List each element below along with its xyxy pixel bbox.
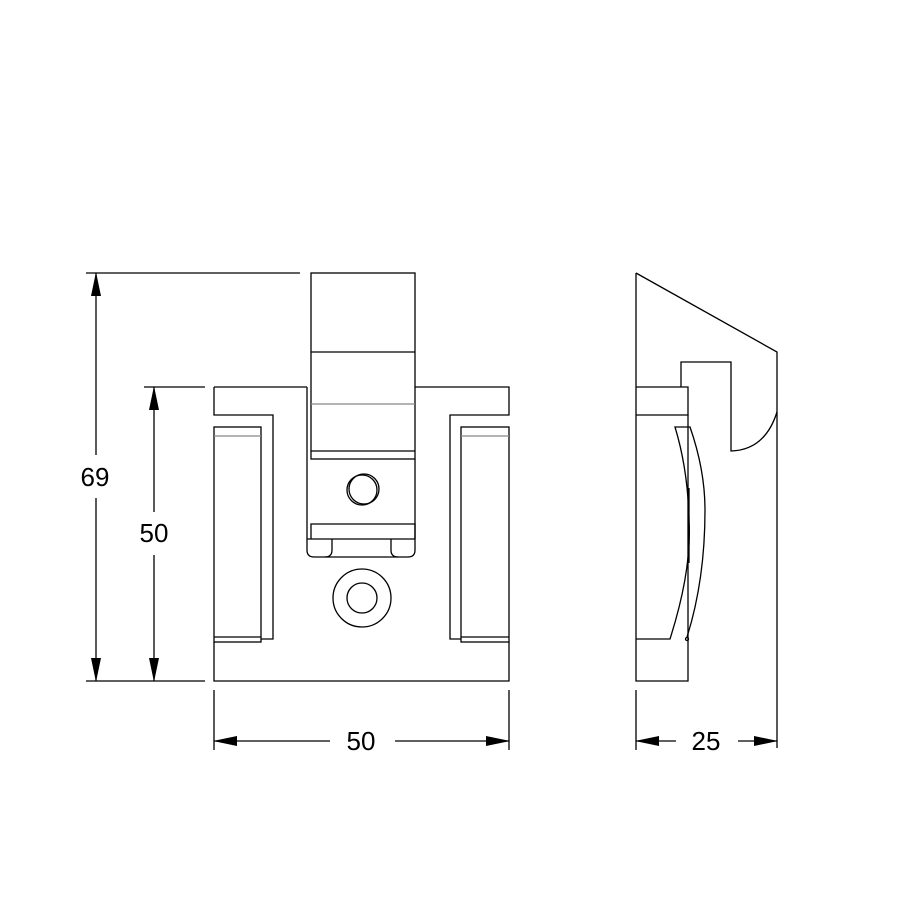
top-block bbox=[310, 272, 416, 460]
side-outline bbox=[635, 272, 778, 748]
left-pad bbox=[213, 426, 262, 643]
right-pad bbox=[460, 426, 510, 643]
mounting-hole-outer bbox=[332, 568, 392, 628]
dim-body-height: 50 bbox=[140, 518, 169, 548]
spring-clip bbox=[636, 426, 706, 640]
side-view bbox=[635, 272, 778, 748]
base-outline bbox=[213, 386, 510, 682]
dim-body-width: 50 bbox=[347, 726, 376, 756]
front-view bbox=[213, 272, 510, 682]
mounting-hole-inner bbox=[346, 582, 378, 614]
screw-head-small bbox=[346, 474, 378, 506]
dim-overall-height: 69 bbox=[81, 462, 110, 492]
dim-side-depth: 25 bbox=[692, 726, 721, 756]
center-channel bbox=[306, 387, 416, 558]
dimension-lines bbox=[86, 272, 778, 750]
hook bbox=[636, 361, 778, 452]
